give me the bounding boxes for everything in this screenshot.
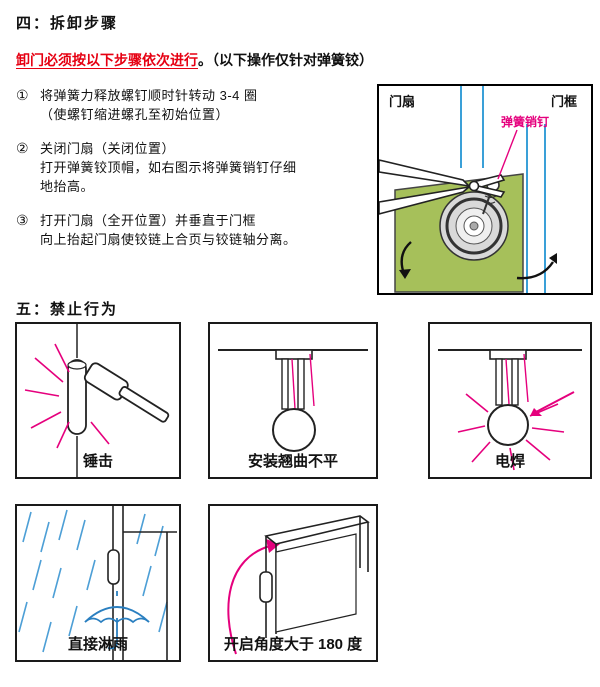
prohibition-caption-warped: 安装翘曲不平	[247, 453, 338, 470]
prohibition-box-warped: 安装翘曲不平	[208, 322, 378, 479]
step-1-number: ①	[16, 87, 29, 103]
step-item-2: ② 关闭门扇（关闭位置） 打开弹簧铰顶帽，如右图示将弹簧销钉仔细 地抬高。	[16, 139, 372, 196]
door-frame-lines	[460, 86, 546, 293]
prohibition-caption-hammering: 锤击	[82, 453, 113, 470]
step-line: 打开弹簧铰顶帽，如右图示将弹簧销钉仔细	[40, 160, 297, 175]
over-rotation-icon	[227, 515, 370, 655]
step-line: 关闭门扇（关闭位置）	[40, 141, 176, 156]
prohibition-caption-over-rotation: 开启角度大于 180 度	[223, 636, 363, 653]
step-line: 地抬高。	[40, 179, 95, 194]
step-line: 向上抬起门扇使铰链上合页与铰链轴分离。	[40, 232, 297, 247]
hinge-diagram-illustration	[379, 86, 557, 293]
spring-pin-label-pointer	[497, 129, 518, 180]
spring-pin-label: 弹簧销钉	[501, 115, 550, 129]
step-line: 将弹簧力释放螺钉顺时针转动 3-4 圈	[40, 88, 258, 103]
hinge-cap-icon	[439, 191, 509, 261]
step-line: 打开门扇（全开位置）并垂直于门框	[40, 213, 257, 228]
prohibition-caption-rain: 直接淋雨	[67, 636, 128, 653]
door-edge-lines	[112, 506, 177, 660]
step-2-text: 关闭门扇（关闭位置） 打开弹簧铰顶帽，如右图示将弹簧销钉仔细 地抬高。	[40, 139, 372, 196]
section4-heading: 四：拆卸步骤	[16, 15, 119, 32]
pliers-icon	[379, 159, 506, 215]
door-frame-corner	[264, 515, 370, 638]
step-2-number: ②	[16, 140, 29, 156]
prohibition-caption-welding: 电焊	[494, 453, 525, 470]
step-line: （使螺钉缩进螺孔至初始位置）	[40, 107, 230, 122]
prohibition-box-over-rotation: 开启角度大于 180 度	[208, 504, 378, 662]
rotation-arrow-icons	[399, 241, 557, 280]
removal-warning: 卸门必须按以下步骤依次进行。（以下操作仅针对弹簧铰）	[16, 50, 373, 70]
rain-lines	[18, 509, 168, 653]
door-frame-label: 门框	[550, 94, 577, 109]
step-item-3: ③ 打开门扇（全开位置）并垂直于门框 向上抬起门扇使铰链上合页与铰链轴分离。	[16, 211, 372, 249]
section5-heading: 五：禁止行为	[16, 301, 119, 318]
step-3-text: 打开门扇（全开位置）并垂直于门框 向上抬起门扇使铰链上合页与铰链轴分离。	[40, 211, 372, 249]
prohibition-box-hammering: 锤击	[15, 322, 181, 479]
step-item-1: ① 将弹簧力释放螺钉顺时针转动 3-4 圈 （使螺钉缩进螺孔至初始位置）	[16, 86, 372, 124]
step-3-number: ③	[16, 212, 29, 228]
umbrella-icon	[84, 591, 150, 650]
hammer-strike-icon	[24, 324, 170, 477]
rain-exposure-icon	[18, 506, 177, 660]
prohibition-box-welding: 电焊	[428, 322, 592, 479]
door-leaf-label: 门扇	[389, 94, 416, 109]
hinge-removal-diagram: 门扇 门框 弹簧销钉	[377, 84, 593, 295]
warped-installation-icon	[218, 349, 368, 452]
electric-welding-icon	[438, 349, 582, 471]
step-list: ① 将弹簧力释放螺钉顺时针转动 3-4 圈 （使螺钉缩进螺孔至初始位置） ② 关…	[16, 86, 372, 264]
warning-underlined-text: 卸门必须按以下步骤依次进行	[16, 52, 198, 68]
step-1-text: 将弹簧力释放螺钉顺时针转动 3-4 圈 （使螺钉缩进螺孔至初始位置）	[40, 86, 372, 124]
warning-note: 。（以下操作仅针对弹簧铰）	[198, 52, 373, 68]
prohibition-box-rain: 直接淋雨	[15, 504, 181, 662]
